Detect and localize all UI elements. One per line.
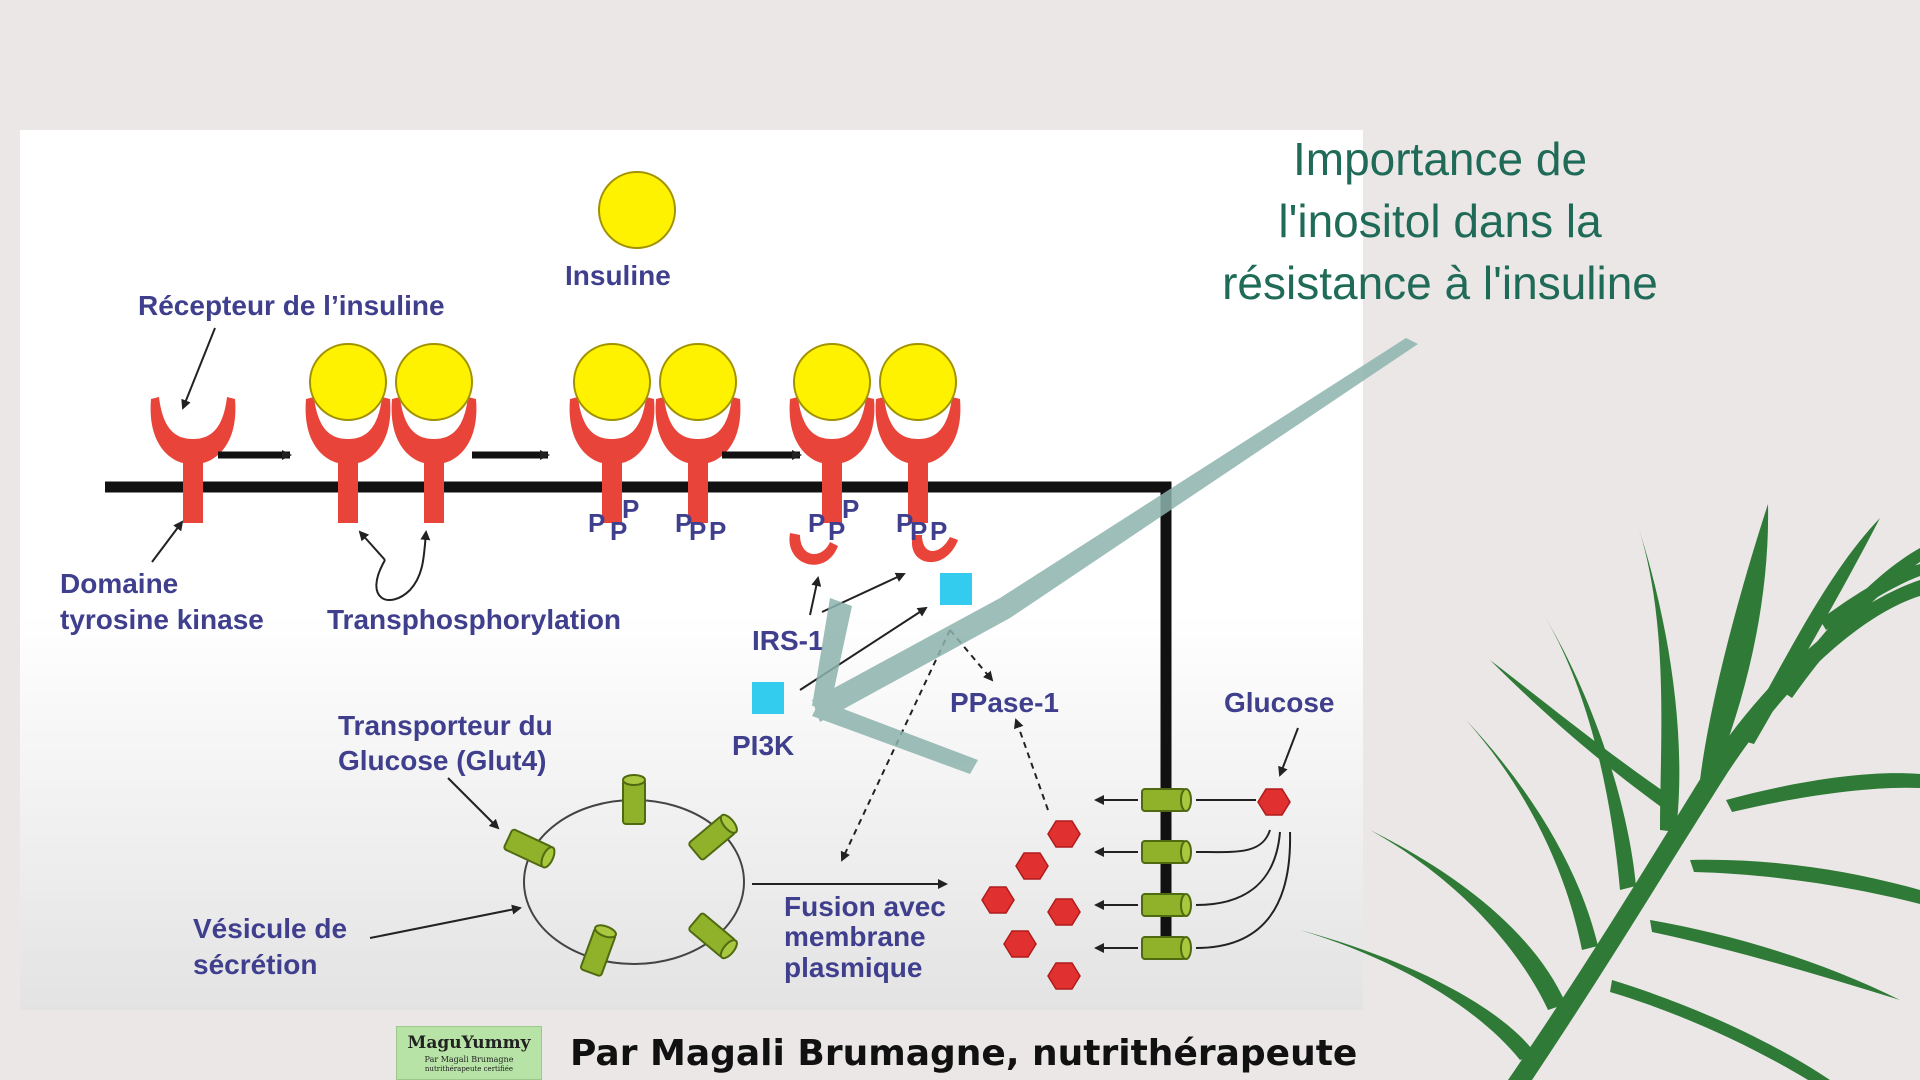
phosphate: P — [622, 494, 639, 524]
phosphate: P — [588, 508, 605, 538]
transphosphorylation-label: Transphosphorylation — [327, 604, 621, 635]
glucose-molecule — [1047, 962, 1081, 990]
receptor-label: Récepteur de l’insuline — [138, 290, 445, 321]
glut4-transporter — [1141, 893, 1192, 917]
logo-subtitle: Par Magali Brumagne — [424, 1055, 514, 1064]
phosphate: P — [828, 516, 845, 546]
insulin-molecule — [395, 343, 473, 421]
palm-leaf-decoration — [1300, 504, 1920, 1080]
irs1-label: IRS-1 — [752, 625, 824, 656]
irs1-hook — [789, 533, 838, 565]
fusion-label: plasmique — [784, 952, 922, 983]
glut4-transporter — [1141, 936, 1192, 960]
glucose-molecule — [1047, 898, 1081, 926]
phosphate: P — [709, 516, 726, 546]
phosphate: P — [610, 516, 627, 546]
phosphate: P — [808, 508, 825, 538]
glucose-label: Glucose — [1224, 687, 1334, 718]
page-title: Importance de l'inositol dans la résista… — [1170, 128, 1710, 314]
highlight-arrow — [812, 338, 1418, 774]
fusion-label: membrane — [784, 921, 926, 952]
glut4-label: Glucose (Glut4) — [338, 745, 546, 776]
insulin-molecule — [309, 343, 387, 421]
phosphate: P — [930, 516, 947, 546]
diagram-panel — [20, 130, 1363, 1010]
phosphate: P — [910, 516, 927, 546]
glucose-molecule — [1015, 852, 1049, 880]
domain-label: tyrosine kinase — [60, 604, 264, 635]
pi3k-square — [752, 682, 784, 714]
vesicle-label: sécrétion — [193, 949, 318, 980]
phosphate: P — [689, 516, 706, 546]
insulin-molecule — [598, 171, 676, 249]
phosphate: P — [842, 494, 859, 524]
ppase1-label: PPase-1 — [950, 687, 1059, 718]
glucose-molecule — [1003, 930, 1037, 958]
insulin-label: Insuline — [565, 260, 671, 291]
fusion-label: Fusion avec — [784, 891, 946, 922]
phosphate: P — [896, 508, 913, 538]
glucose-molecule — [1047, 820, 1081, 848]
pi3k-square — [940, 573, 972, 605]
title-line: l'inositol dans la — [1278, 195, 1602, 247]
title-line: Importance de — [1292, 133, 1588, 185]
insulin-molecule — [659, 343, 737, 421]
glut4-transporter — [1141, 788, 1192, 812]
logo-name: MaguYummy — [407, 1033, 531, 1053]
pi3k-label: PI3K — [732, 730, 794, 761]
glucose-molecule — [981, 886, 1015, 914]
title-line: résistance à l'insuline — [1222, 257, 1658, 309]
insulin-molecule — [879, 343, 957, 421]
insulin-molecule — [573, 343, 651, 421]
vesicle-label: Vésicule de — [193, 913, 347, 944]
glut4-label: Transporteur du — [338, 710, 553, 741]
glucose-molecule — [1257, 788, 1291, 816]
brand-logo: MaguYummy Par Magali Brumagne nutrithéra… — [396, 1026, 542, 1080]
insulin-molecule — [793, 343, 871, 421]
glut4-transporter — [1141, 840, 1192, 864]
phosphate: P — [675, 508, 692, 538]
logo-subtitle: nutrithérapeute certifiée — [424, 1065, 514, 1073]
author-credit: Par Magali Brumagne, nutrithérapeute — [570, 1033, 1358, 1074]
irs1-hook — [911, 535, 958, 563]
domain-label: Domaine — [60, 568, 178, 599]
